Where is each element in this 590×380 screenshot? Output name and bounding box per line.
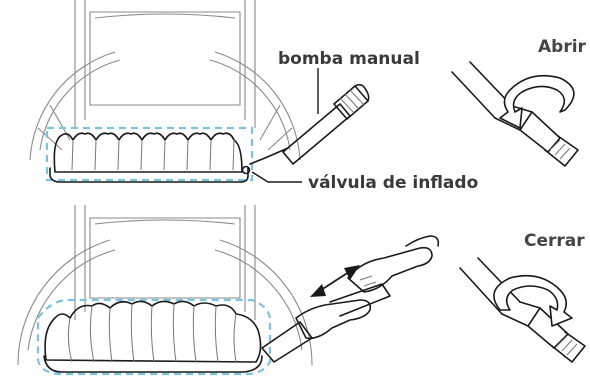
close-label: Cerrar [524, 231, 585, 251]
bottom-wheelchair [18, 205, 312, 365]
hand-with-pump-icon [262, 236, 438, 362]
bottom-cushion [38, 300, 270, 374]
valve-leader-line [252, 172, 302, 182]
hand-pump-icon [250, 85, 369, 164]
pump-label: bomba manual [278, 49, 420, 69]
valve-label: válvula de inflado [308, 173, 478, 193]
valve-close-detail [460, 258, 585, 362]
top-cushion [47, 128, 252, 182]
rotate-counterclockwise-icon [500, 76, 574, 128]
open-label: Abrir [538, 37, 587, 57]
